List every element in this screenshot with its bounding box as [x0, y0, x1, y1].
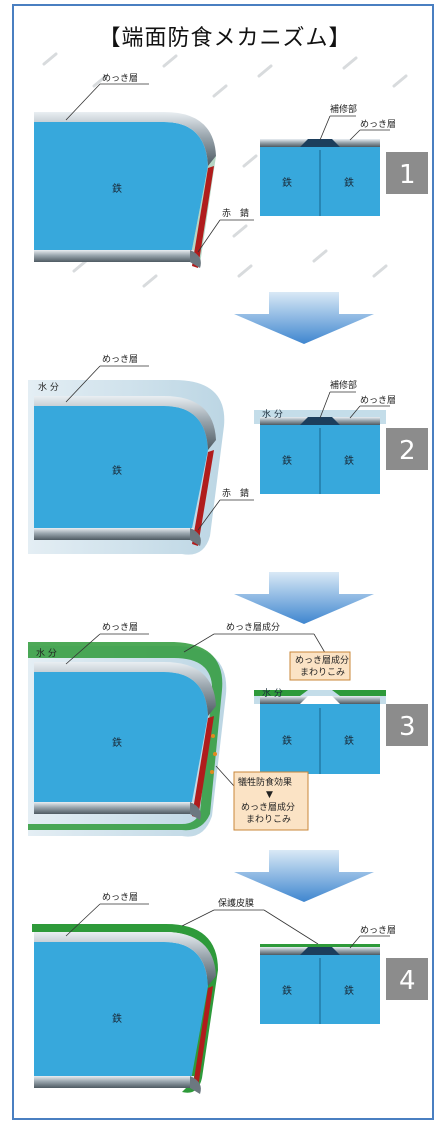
- iron-label: 鉄: [112, 182, 122, 195]
- red-rust-3: [192, 716, 214, 818]
- callout-sacrificial-line3: まわりこみ: [246, 814, 291, 825]
- step-badge-4: [386, 958, 428, 1000]
- repair-label: 補修部: [330, 379, 357, 391]
- red-rust-label: 赤 錆: [222, 207, 249, 219]
- iron-label: 鉄: [112, 736, 122, 749]
- plating-label: めっき層: [102, 73, 138, 84]
- step-badge-2: [386, 428, 428, 470]
- step-badge-1: [386, 152, 428, 194]
- iron-label: 鉄: [344, 454, 354, 467]
- water-label: 水 分: [38, 381, 59, 393]
- step-number-3: 3: [399, 712, 416, 742]
- callout-sacrificial-arrow: ▼: [266, 790, 273, 800]
- step-3: 鉄 水 分 めっき層 めっき層成分 めっき層成分 まわりこみ 水 分 鉄 鉄: [28, 621, 428, 837]
- red-rust-2: [192, 450, 214, 546]
- top-plating-4: [34, 932, 216, 986]
- step-number-4: 4: [399, 966, 416, 996]
- steel-block-4: [34, 942, 208, 1086]
- plating-component-label: めっき層成分: [226, 621, 280, 633]
- top-plating-3: [34, 662, 216, 716]
- step-1: 鉄 めっき層 赤 錆 鉄 鉄 補修部 めっき層 1: [34, 52, 428, 288]
- red-rust-label: 赤 錆: [222, 487, 249, 499]
- iron-label: 鉄: [112, 464, 122, 477]
- plating-label: めっき層: [102, 892, 138, 903]
- down-arrow-2: [234, 572, 374, 624]
- callout-wrap-line1: めっき層成分: [295, 654, 349, 666]
- plating-label: めっき層: [360, 395, 396, 406]
- step-badge-3: [386, 704, 428, 746]
- bottom-plating-3: [34, 802, 194, 814]
- iron-label: 鉄: [344, 984, 354, 997]
- down-arrow-1: [234, 292, 374, 344]
- rain-streaks: [42, 52, 408, 288]
- top-plating-1: [34, 112, 216, 166]
- red-rust-4: [193, 986, 213, 1088]
- bottom-plating-1: [34, 250, 194, 262]
- iron-label: 鉄: [282, 734, 292, 747]
- water-label: 水 分: [36, 647, 57, 659]
- step-number-2: 2: [399, 436, 416, 466]
- iron-label: 鉄: [282, 454, 292, 467]
- diagram-title: 【端面防食メカニズム】: [98, 26, 352, 51]
- protective-film-label: 保護皮膜: [218, 897, 254, 909]
- orange-particles: [210, 734, 217, 774]
- iron-label: 鉄: [282, 984, 292, 997]
- down-arrow-3: [234, 850, 374, 902]
- callout-sacrificial-line1: 犠牲防食効果: [238, 776, 292, 788]
- water-label: 水 分: [262, 408, 283, 420]
- water-label: 水 分: [262, 687, 283, 699]
- iron-label: 鉄: [282, 176, 292, 189]
- plating-label: めっき層: [102, 354, 138, 365]
- diagram-frame: 【端面防食メカニズム】: [12, 4, 434, 1120]
- steel-block-3: [34, 672, 208, 812]
- green-corrosion-product-3: [28, 642, 223, 831]
- step-2: 鉄 水 分 めっき層 赤 錆 水 分 鉄 鉄 補修部 めっき層 2: [28, 354, 428, 555]
- plating-label: めっき層: [360, 119, 396, 130]
- step-4: 鉄 めっき層 保護皮膜 鉄 鉄 めっき層 4: [32, 892, 428, 1094]
- plating-label: めっき層: [360, 925, 396, 936]
- callout-plating-wrap: [289, 651, 351, 681]
- bottom-plating-4: [34, 1076, 194, 1088]
- iron-label: 鉄: [344, 734, 354, 747]
- iron-label: 鉄: [112, 1012, 122, 1025]
- steel-block-2: [34, 406, 208, 538]
- plating-label: めっき層: [102, 622, 138, 633]
- step-number-1: 1: [399, 160, 416, 190]
- mechanism-diagram: 鉄 めっき層 赤 錆 鉄 鉄 補修部 めっき層 1: [28, 52, 428, 1094]
- callout-sacrificial: [233, 771, 309, 831]
- top-plating-2: [34, 396, 216, 450]
- repair-label: 補修部: [330, 103, 357, 115]
- callout-wrap-line2: まわりこみ: [300, 667, 345, 678]
- callout-sacrificial-line2: めっき層成分: [241, 801, 295, 813]
- steel-block-1: [34, 122, 208, 260]
- iron-label: 鉄: [344, 176, 354, 189]
- bottom-plating-2: [34, 528, 194, 540]
- red-rust-1: [192, 166, 214, 268]
